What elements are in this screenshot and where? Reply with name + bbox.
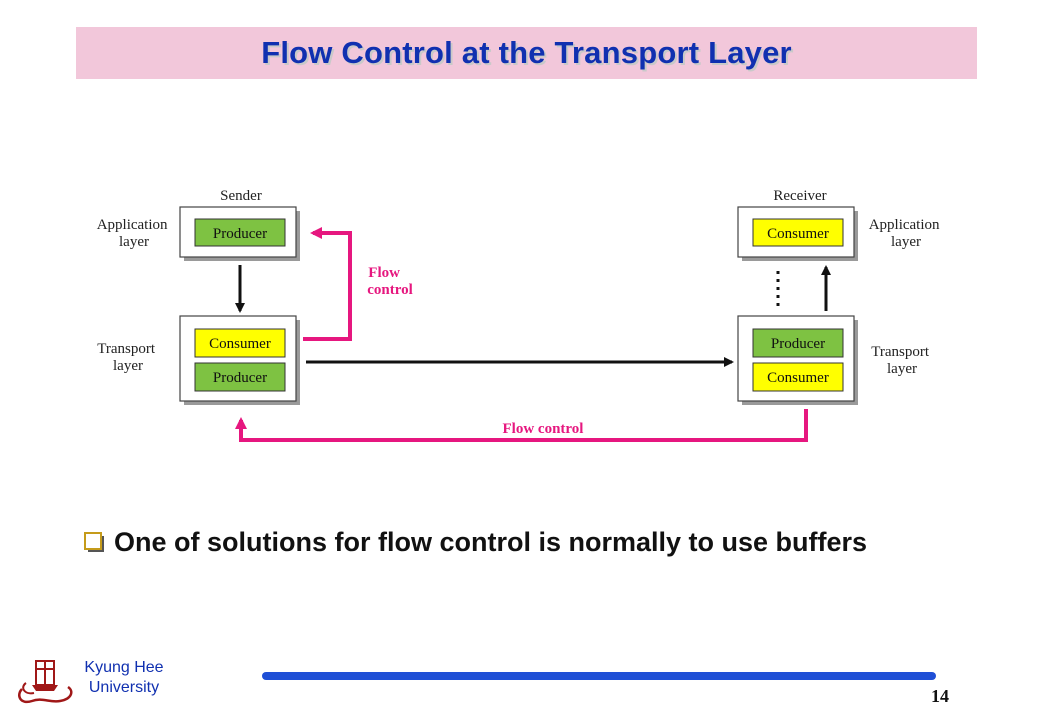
university-name-line1: Kyung Hee xyxy=(84,659,164,676)
app-layer-right-line1: Application xyxy=(869,217,940,233)
transport-layer-right-line1: Transport xyxy=(871,344,930,360)
receiver-transport-producer: Producer xyxy=(771,336,825,352)
bullet-text: One of solutions for flow control is nor… xyxy=(114,527,868,557)
flow-control-top-label: Flow control xyxy=(367,265,413,298)
receiver-application-box: Consumer xyxy=(737,206,858,261)
flow-control-top-arrow xyxy=(303,227,352,341)
transport-layer-label-left: Transport layer xyxy=(97,341,159,374)
sender-transport-consumer: Consumer xyxy=(209,336,271,352)
receiver-app-consumer: Consumer xyxy=(767,226,829,242)
transport-layer-left-line2: layer xyxy=(113,358,143,374)
transport-layer-right-line2: layer xyxy=(887,361,917,377)
checkbox-bullet-icon xyxy=(84,532,104,552)
flow-control-top-line1: Flow xyxy=(368,265,400,281)
transport-layer-label-right: Transport layer xyxy=(871,344,933,377)
title-banner: Flow Control at the Transport Layer xyxy=(76,27,977,79)
app-layer-label-right: Application layer xyxy=(869,217,944,250)
receiver-label: Receiver xyxy=(773,188,826,204)
flow-control-bottom-label: Flow control xyxy=(503,421,584,437)
sender-application-box: Producer xyxy=(179,206,300,261)
app-layer-left-line1: Application xyxy=(97,217,168,233)
transport-layer-left-line1: Transport xyxy=(97,341,156,357)
university-name-line2: University xyxy=(88,679,160,696)
sender-label: Sender xyxy=(220,188,262,204)
app-layer-left-line2: layer xyxy=(119,234,149,250)
page-number: 14 xyxy=(931,686,949,706)
sender-transport-producer: Producer xyxy=(213,370,267,386)
app-layer-label-left: Application layer xyxy=(97,217,172,250)
app-layer-right-line2: layer xyxy=(891,234,921,250)
slide-title: Flow Control at the Transport Layer xyxy=(261,35,792,70)
sender-transport-box: Consumer Producer xyxy=(179,315,300,405)
university-name: Kyung Hee University xyxy=(72,658,176,698)
flow-control-top-line2: control xyxy=(367,282,413,298)
flow-control-bottom-arrow xyxy=(235,409,808,442)
kyung-hee-university-logo xyxy=(18,660,73,704)
footer-divider xyxy=(262,672,936,680)
receiver-transport-consumer: Consumer xyxy=(767,370,829,386)
sender-app-producer: Producer xyxy=(213,226,267,242)
receiver-transport-box: Producer Consumer xyxy=(737,315,858,405)
